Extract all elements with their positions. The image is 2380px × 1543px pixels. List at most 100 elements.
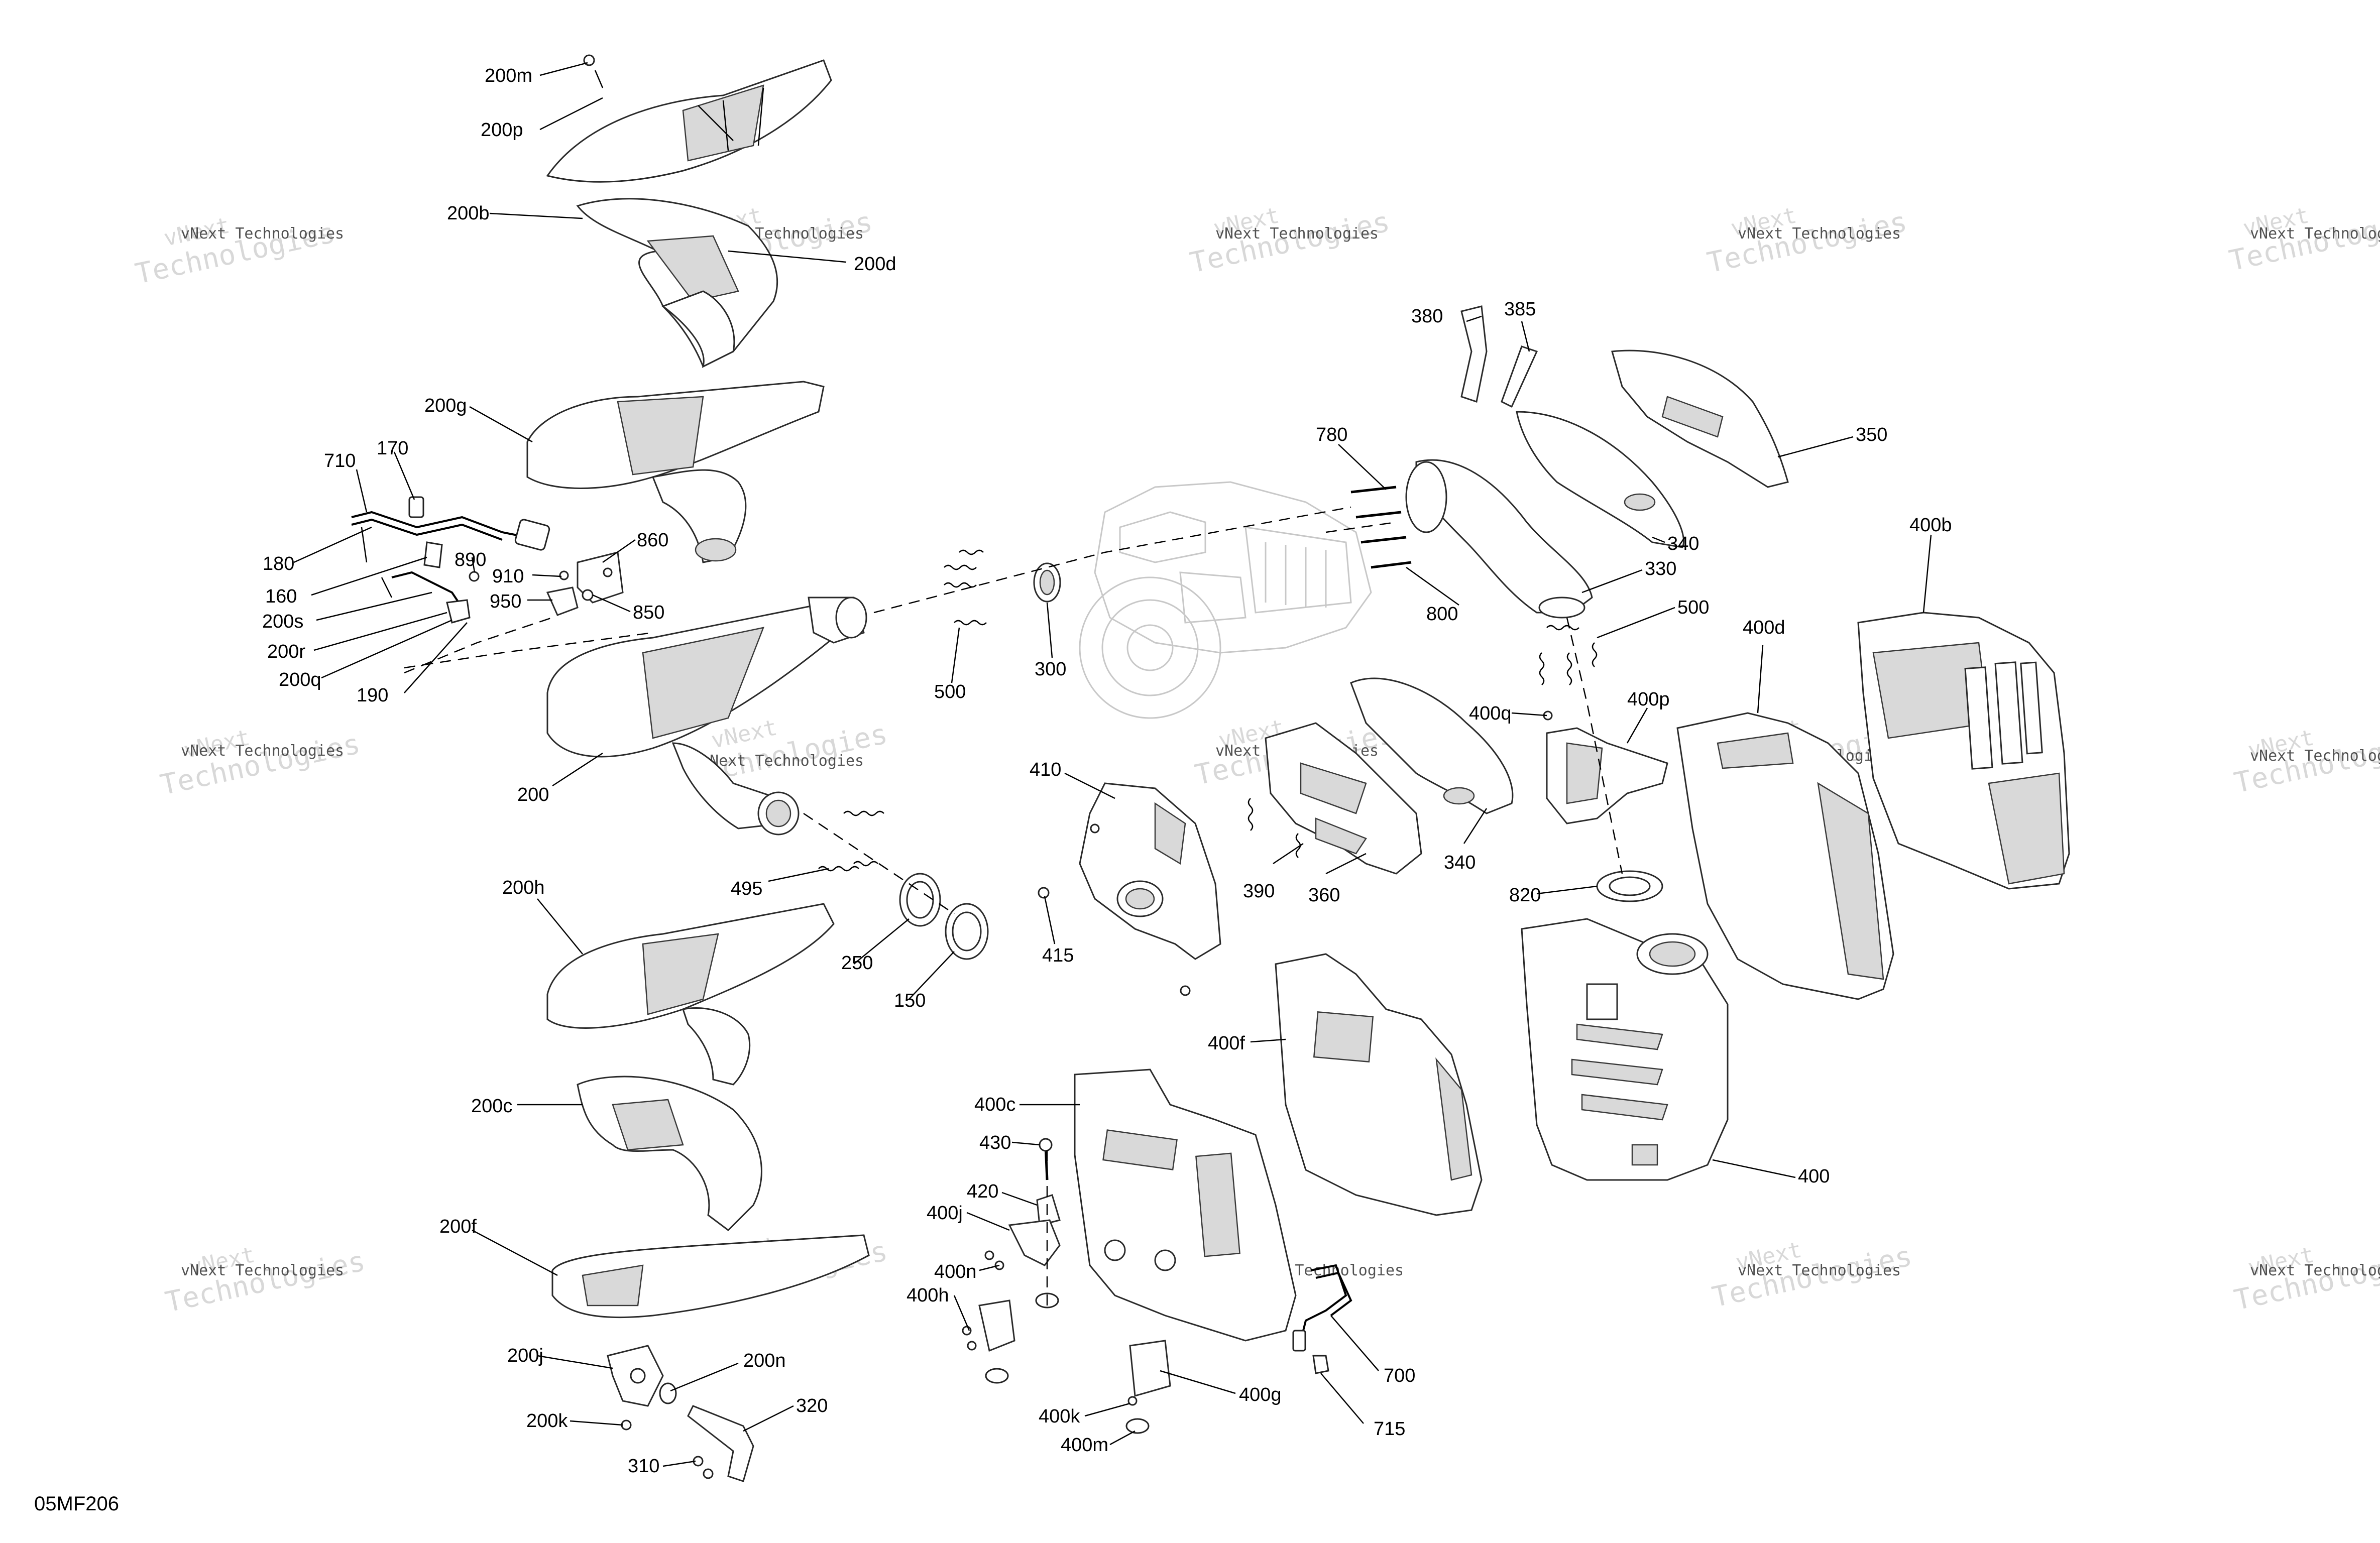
callout-400g: 400g (1239, 1384, 1282, 1405)
watermark-tag: vNext Technologies (2250, 225, 2380, 243)
part-heat-shield-200h (546, 903, 835, 1086)
part-heat-shield-200c (577, 1076, 762, 1231)
bracket-400j (1008, 1219, 1061, 1266)
part-ring-250 (899, 873, 941, 927)
callout-410: 410 (1030, 759, 1061, 780)
callout-500-right: 500 (1677, 597, 1709, 618)
callout-400h: 400h (906, 1285, 949, 1306)
callout-400p: 400p (1627, 689, 1670, 710)
assembly-line (1325, 521, 1397, 533)
watermark-tag: vNext Technologies (181, 1262, 344, 1279)
part-bolt-430 (1039, 1138, 1053, 1180)
part-shield-340-lower (1350, 677, 1514, 814)
grommet-400m (1125, 1418, 1150, 1434)
part-bracket-320 (687, 1405, 754, 1482)
callout-400d: 400d (1743, 617, 1785, 638)
clamp-200s (446, 599, 471, 624)
part-muffler-400 (1521, 918, 1729, 1181)
callout-320: 320 (796, 1395, 828, 1416)
part-heat-shield-200b (576, 198, 778, 368)
nut-200k (621, 1419, 632, 1431)
callout-200: 200 (517, 784, 549, 805)
assembly-line (803, 812, 955, 915)
callout-385: 385 (1504, 299, 1536, 320)
callout-850: 850 (633, 602, 664, 623)
part-heat-shield-200p (546, 59, 832, 183)
callout-495: 495 (731, 878, 762, 899)
watermark-tag: vNext Technologies (1738, 225, 1901, 243)
callout-200j: 200j (507, 1345, 543, 1366)
callout-340-lower: 340 (1444, 852, 1476, 873)
callout-200s: 200s (262, 611, 303, 632)
callout-200b: 200b (447, 203, 490, 224)
part-springs-495 (818, 810, 884, 872)
callout-200q: 200q (279, 669, 321, 690)
callout-330: 330 (1645, 558, 1676, 579)
watermark-tag: vNext Technologies (2250, 747, 2380, 765)
callout-400j: 400j (927, 1203, 963, 1224)
part-bracket-400p (1546, 727, 1668, 824)
watermark-tag: vNext Technologies (1215, 225, 1379, 243)
callout-860: 860 (637, 530, 668, 551)
part-shield-340-upper (1516, 411, 1684, 548)
part-bracket-410 (1079, 782, 1221, 960)
part-rod-385 (1501, 345, 1538, 408)
bolt-415b (1180, 985, 1191, 996)
bolt-400h-a (962, 1326, 972, 1336)
part-shield-350 (1611, 349, 1789, 488)
callout-300: 300 (1035, 659, 1066, 680)
bolt-400n-a (984, 1250, 994, 1260)
callout-800: 800 (1426, 604, 1458, 625)
callout-400n: 400n (934, 1261, 977, 1282)
part-muffler-200 (546, 597, 867, 836)
callout-820: 820 (1509, 885, 1541, 906)
watermark-tag: vNext Technologies (2250, 1262, 2380, 1279)
part-ring-150 (945, 903, 989, 960)
callout-890: 890 (455, 549, 486, 570)
part-sensor-700 (1292, 1264, 1352, 1352)
part-cover-400f (1275, 953, 1483, 1216)
callout-380: 380 (1411, 306, 1443, 327)
part-gasket-820 (1596, 870, 1663, 902)
callout-420: 420 (967, 1181, 998, 1202)
part-panel-400c (1074, 1069, 1297, 1342)
assembly-line (1566, 617, 1623, 874)
bolt-910 (559, 570, 569, 580)
callout-700: 700 (1384, 1365, 1415, 1386)
callout-160: 160 (265, 586, 297, 607)
callout-400c: 400c (974, 1094, 1015, 1115)
callout-200d: 200d (854, 254, 896, 275)
watermark-tag: vNext Technologies (701, 752, 864, 770)
callout-400f: 400f (1208, 1033, 1245, 1054)
callout-310: 310 (628, 1456, 659, 1477)
bolt-890 (469, 571, 480, 582)
callout-430: 430 (979, 1132, 1011, 1153)
part-studs-780 (1350, 486, 1412, 569)
callout-910: 910 (492, 566, 524, 587)
callout-710: 710 (324, 450, 356, 471)
assembly-line (404, 632, 653, 669)
part-clip-380 (1460, 305, 1488, 403)
callout-170: 170 (377, 438, 408, 459)
part-bracket-200j (607, 1345, 664, 1407)
bracket-400g (1129, 1340, 1171, 1397)
callout-200n: 200n (743, 1350, 786, 1371)
callout-190: 190 (357, 685, 388, 706)
grommet-400h (985, 1368, 1009, 1384)
part-cover-400d (1676, 712, 1894, 1000)
callout-150: 150 (894, 990, 926, 1011)
callout-500-left: 500 (934, 681, 966, 702)
callout-400b: 400b (1909, 515, 1952, 536)
grommet-200n (659, 1382, 677, 1404)
callout-labels: 200m 200p 200b 200d 200g 710 170 180 160… (262, 65, 1952, 1477)
callout-200m: 200m (485, 65, 532, 86)
callout-350: 350 (1856, 424, 1887, 445)
part-springs-500-right (1539, 625, 1598, 685)
clip-715 (1312, 1355, 1329, 1374)
assembly-line (404, 617, 553, 674)
part-cover-400b (1857, 612, 2070, 890)
diagram-code: 05MF206 (34, 1493, 119, 1515)
callout-390: 390 (1243, 881, 1275, 902)
callout-950: 950 (490, 591, 521, 612)
callout-250: 250 (841, 953, 873, 974)
